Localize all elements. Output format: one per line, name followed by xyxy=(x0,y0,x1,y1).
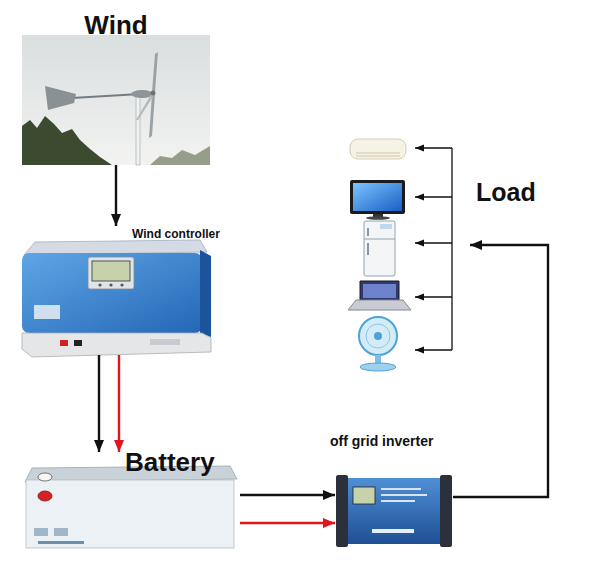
bus-branch xyxy=(415,242,452,243)
flow-arrow xyxy=(115,165,117,226)
node-label: off grid inverter xyxy=(330,433,433,449)
node-label: Wind controller xyxy=(132,227,220,241)
controller-side xyxy=(200,250,211,337)
flow-arrow xyxy=(240,494,335,496)
ac-vent xyxy=(356,156,400,157)
hub xyxy=(151,91,156,96)
fridge-handle xyxy=(367,228,369,236)
terminal xyxy=(74,340,82,346)
fan-hub xyxy=(374,332,382,340)
fan-guard xyxy=(359,317,397,355)
node-label: Load xyxy=(476,178,536,207)
battery-terminal xyxy=(38,473,52,481)
load-bus xyxy=(415,148,452,350)
bus-branch xyxy=(415,196,452,197)
wind-turbine-photo xyxy=(22,35,210,165)
display-frame xyxy=(88,257,134,289)
bus-branch xyxy=(415,147,452,148)
flow-arrow xyxy=(118,355,120,452)
ac-vent xyxy=(356,153,400,154)
battery-device xyxy=(25,466,237,548)
inverter-body xyxy=(342,478,446,544)
electric-fan xyxy=(359,317,397,371)
panel-print xyxy=(381,500,415,502)
lcd-screen xyxy=(92,261,130,281)
flow-arrow xyxy=(240,522,335,524)
battery-logo xyxy=(54,528,68,536)
television xyxy=(350,180,405,220)
blade xyxy=(152,52,158,92)
sky xyxy=(22,35,210,165)
battery-terminal xyxy=(38,491,52,501)
terminal xyxy=(60,340,68,346)
bus-line xyxy=(451,148,452,350)
fridge-panel xyxy=(380,224,392,229)
panel-print xyxy=(381,488,421,490)
tail-fin xyxy=(45,86,76,110)
tv-frame xyxy=(350,180,405,214)
tv-base xyxy=(366,216,390,220)
wind-turbine-box: Wind xyxy=(22,6,210,165)
laptop xyxy=(348,281,411,310)
trees xyxy=(22,116,112,165)
controller-base xyxy=(22,333,211,357)
controller-front xyxy=(22,253,202,333)
battery-box: Battery xyxy=(25,452,240,550)
node-label: Wind xyxy=(22,10,210,40)
fridge-door-line xyxy=(364,239,395,240)
panel-print xyxy=(381,494,427,496)
air-conditioner xyxy=(350,139,406,159)
inverter-device xyxy=(336,475,452,547)
node-label: Battery xyxy=(125,447,215,477)
flow-arrow xyxy=(98,355,100,452)
shrubs xyxy=(150,146,210,165)
wind-controller-device xyxy=(22,240,211,357)
fan-base xyxy=(360,363,396,371)
laptop-screen xyxy=(360,281,399,300)
laptop-display xyxy=(363,284,396,298)
inverter-endcap xyxy=(336,475,348,547)
flow-arrow xyxy=(453,245,548,497)
bus-branch xyxy=(415,349,452,350)
fridge-handle xyxy=(367,243,369,255)
button xyxy=(98,283,101,286)
brand-print xyxy=(372,529,414,533)
nacelle xyxy=(131,90,153,98)
battery-body xyxy=(26,480,234,548)
blade xyxy=(136,93,154,120)
fan-grill xyxy=(366,324,390,348)
load-group: Load xyxy=(345,135,470,375)
controller-top xyxy=(24,240,207,255)
inverter-box: off grid inverter xyxy=(335,432,453,547)
tail-boom xyxy=(72,94,140,98)
tv-screen xyxy=(353,183,402,211)
button xyxy=(109,283,112,286)
fridge-body xyxy=(364,221,395,276)
lcd-screen xyxy=(353,487,375,504)
bus-branch xyxy=(415,296,452,297)
battery-logo xyxy=(34,528,48,536)
turbine-pole xyxy=(136,96,140,165)
battery-print xyxy=(38,541,84,544)
inverter-endcap xyxy=(440,475,452,547)
wind-controller-box: Wind controller xyxy=(20,226,235,355)
refrigerator xyxy=(364,221,395,276)
nameplate xyxy=(34,305,60,319)
button xyxy=(120,283,123,286)
vent xyxy=(150,339,180,345)
ac-body xyxy=(350,139,406,159)
laptop-base xyxy=(348,300,411,310)
